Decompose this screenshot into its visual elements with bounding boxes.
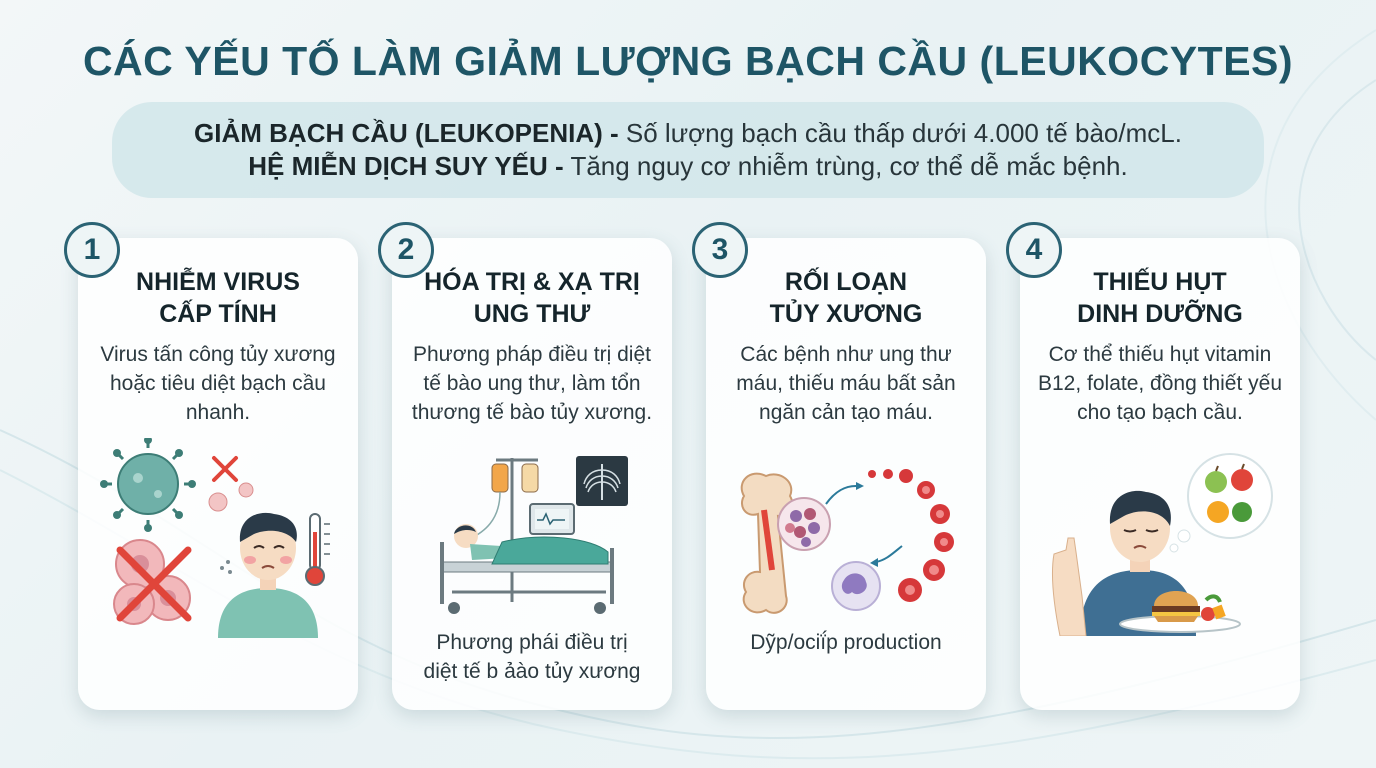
card-number-badge-1: 1 (64, 222, 120, 278)
card-title: NHIỄM VIRUS CẤP TÍNH (136, 268, 300, 328)
arrow-up-icon (825, 485, 857, 505)
card-chemo-radiation: HÓA TRỊ & XẠ TRỊ UNG THƯ Phương pháp điề… (392, 238, 672, 710)
card-description: Cơ thể thiếu hụt vitamin B12, folate, đồ… (1037, 343, 1282, 424)
bone-icon (740, 472, 794, 614)
summary-banner: GIẢM BẠCH CẦU (LEUKOPENIA) - Số lượng bạ… (112, 102, 1264, 198)
card-number-badge-2: 2 (378, 222, 434, 278)
big-red-x-icon (116, 546, 192, 622)
banner-desc-leukopenia: Số lượng bạch cầu thấp dưới 4.000 tế bào… (618, 118, 1182, 148)
small-white-cells-icon (208, 482, 254, 512)
white-cell-icon (831, 561, 881, 611)
card-nutrition-deficiency: THIẾU HỤT DINH DƯỠNG Cơ thể thiếu hụt vi… (1020, 238, 1300, 710)
xray-icon (576, 456, 628, 506)
card-number-badge-3: 3 (692, 222, 748, 278)
card-title: RỐI LOẠN TỦY XƯƠNG (769, 268, 923, 328)
thermometer-icon (305, 513, 330, 586)
banner-term-leukopenia: GIẢM BẠCH CẦU (LEUKOPENIA) - (194, 118, 619, 148)
card-description: Virus tấn công tủy xương hoặc tiêu diệt … (100, 343, 336, 424)
bone-marrow-cells-icon (777, 497, 831, 551)
card-title: HÓA TRỊ & XẠ TRỊ UNG THƯ (424, 268, 640, 328)
arrow-down-icon (875, 545, 903, 563)
monitor-icon (529, 503, 575, 535)
virus-icon (100, 438, 196, 532)
bone-marrow-illustration (740, 469, 954, 614)
card-number-badge-4: 4 (1006, 222, 1062, 278)
red-blood-cells-icon (868, 469, 954, 602)
viral-infection-illustration (100, 438, 330, 638)
banner-line-leukopenia: GIẢM BẠCH CẦU (LEUKOPENIA) - Số lượng bạ… (112, 117, 1264, 150)
card-viral-infection: NHIỄM VIRUS CẤP TÍNH Virus tấn công tủy … (78, 238, 358, 710)
banner-line-immune: HỆ MIỄN DỊCH SUY YẾU - Tăng nguy cơ nhiễ… (112, 150, 1264, 183)
fruit-thought-bubble-icon (1169, 453, 1273, 553)
sick-person-icon (218, 512, 318, 638)
red-x-icon (212, 456, 238, 482)
card-extra-text: Phương phái điều trị diệt tế b ảào tủy x… (423, 631, 641, 683)
chemo-illustration (440, 456, 628, 614)
card-title: THIẾU HỤT DINH DƯỠNG (1077, 268, 1243, 328)
burger-plate-icon (1119, 591, 1241, 633)
iv-drip-icon (471, 458, 539, 602)
banner-term-immune: HỆ MIỄN DỊCH SUY YẾU - (248, 151, 564, 181)
card-description: Các bệnh như ung thư máu, thiếu máu bất … (736, 343, 956, 424)
hospital-bed-patient-icon (440, 524, 614, 614)
card-bone-marrow-disorder: RỐI LOẠN TỦY XƯƠNG Các bệnh như ung thư … (706, 238, 986, 710)
page-title: CÁC YẾU TỐ LÀM GIẢM LƯỢNG BẠCH CẦU (LEUK… (82, 38, 1294, 84)
banner-desc-immune: Tăng nguy cơ nhiễm trùng, cơ thể dễ mắc … (563, 151, 1128, 181)
card-description: Phương pháp điều trị diệt tế bào ung thư… (411, 343, 653, 424)
nutrition-illustration (1051, 453, 1273, 636)
card-extra-text: Dỹp/ociḯp production (750, 631, 942, 654)
